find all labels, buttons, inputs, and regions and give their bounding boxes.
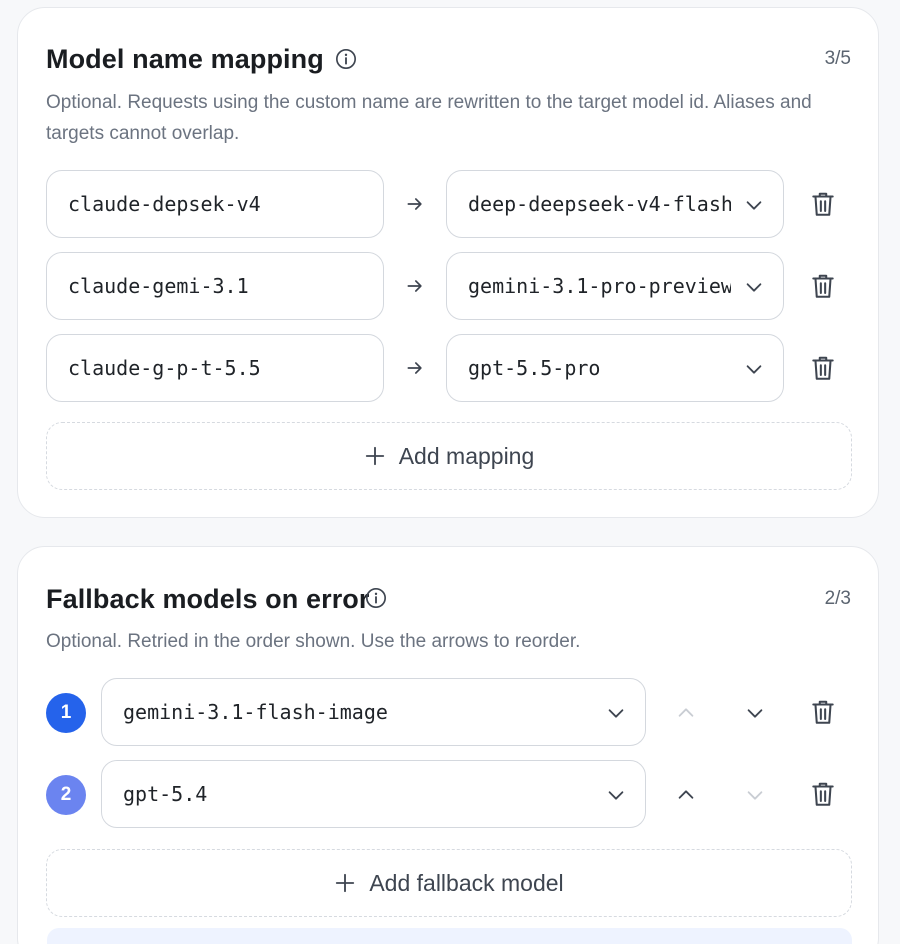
- add-mapping-label: Add mapping: [398, 442, 535, 469]
- info-icon[interactable]: [365, 587, 387, 609]
- alias-input[interactable]: claude-gemi-3.1: [46, 252, 384, 320]
- arrow-right-icon: [407, 280, 422, 292]
- target-select[interactable]: gemini-3.1-pro-preview: [446, 252, 784, 320]
- chevron-down-icon: [746, 365, 762, 374]
- move-down-button[interactable]: [744, 784, 766, 806]
- mapping-title: Model name mapping: [46, 44, 324, 74]
- target-select[interactable]: deep-deepseek-v4-flash: [446, 170, 784, 238]
- chevron-down-icon: [608, 791, 624, 800]
- arrow-right-icon: [407, 198, 422, 210]
- fallback-title: Fallback models on error: [46, 584, 370, 614]
- move-up-button[interactable]: [675, 784, 697, 806]
- fallback-models-card: Fallback models on error 2/3 Optional. R…: [17, 546, 879, 944]
- trash-icon[interactable]: [810, 698, 836, 726]
- mapping-count: 3/5: [824, 48, 851, 69]
- chevron-down-icon: [746, 201, 762, 210]
- trash-icon[interactable]: [810, 780, 836, 808]
- move-up-button[interactable]: [675, 702, 697, 724]
- target-select[interactable]: gpt-5.5-pro: [446, 334, 784, 402]
- fallback-model-select[interactable]: gpt-5.4: [101, 760, 646, 828]
- target-select-value: gemini-3.1-pro-preview: [468, 274, 731, 298]
- info-icon[interactable]: [335, 48, 357, 70]
- arrow-right-icon: [407, 362, 422, 374]
- trash-icon[interactable]: [810, 190, 836, 218]
- order-badge: 2: [46, 775, 86, 815]
- fallback-description: Optional. Retried in the order shown. Us…: [46, 631, 581, 652]
- add-fallback-button[interactable]: Add fallback model: [46, 849, 852, 917]
- target-select-value: deep-deepseek-v4-flash: [468, 192, 731, 216]
- fallback-count: 2/3: [824, 588, 851, 609]
- alias-input[interactable]: claude-depsek-v4: [46, 170, 384, 238]
- move-down-button[interactable]: [744, 702, 766, 724]
- fallback-model-value: gpt-5.4: [123, 782, 208, 806]
- plus-icon: [336, 873, 355, 893]
- trash-icon[interactable]: [810, 272, 836, 300]
- add-fallback-label: Add fallback model: [369, 869, 564, 896]
- next-section-peek: [47, 928, 852, 944]
- model-mapping-card: Model name mapping 3/5 Optional. Request…: [17, 7, 879, 518]
- add-mapping-button[interactable]: Add mapping: [46, 422, 852, 490]
- fallback-model-value: gemini-3.1-flash-image: [123, 700, 388, 724]
- trash-icon[interactable]: [810, 354, 836, 382]
- plus-icon: [365, 446, 384, 466]
- mapping-description: Optional. Requests using the custom name…: [46, 92, 812, 144]
- order-badge: 1: [46, 693, 86, 733]
- target-select-value: gpt-5.5-pro: [468, 356, 601, 380]
- chevron-down-icon: [746, 283, 762, 292]
- alias-input[interactable]: claude-g-p-t-5.5: [46, 334, 384, 402]
- chevron-down-icon: [608, 709, 624, 718]
- fallback-model-select[interactable]: gemini-3.1-flash-image: [101, 678, 646, 746]
